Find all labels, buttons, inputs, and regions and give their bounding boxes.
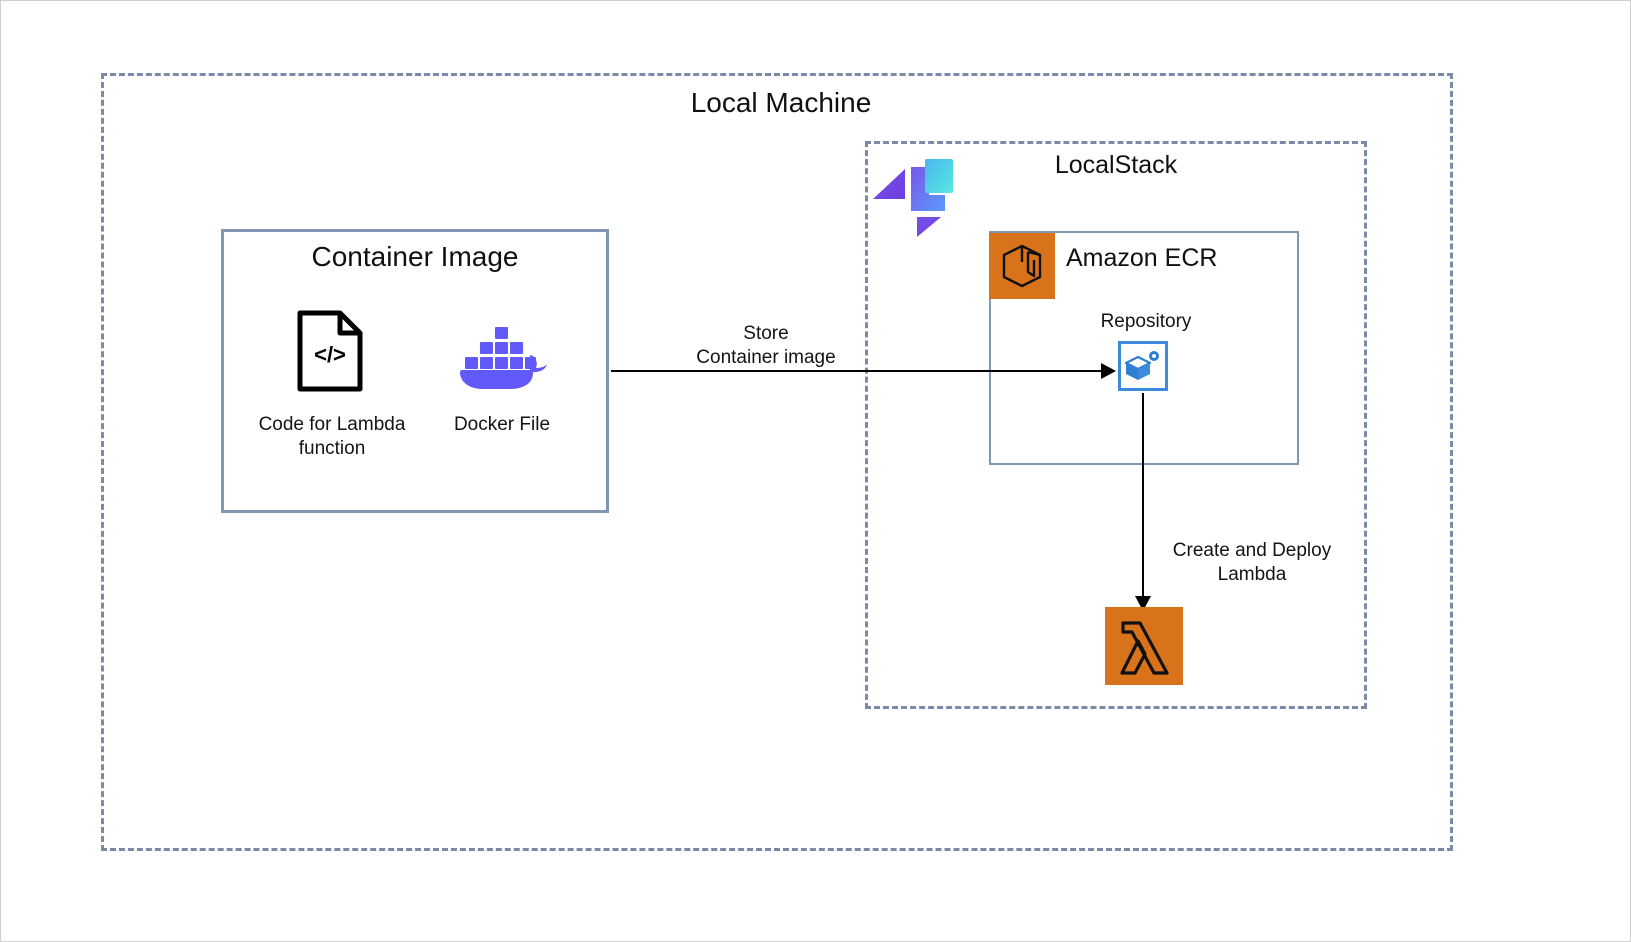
code-file-label-line1: Code for Lambda xyxy=(258,414,406,435)
group-container-image xyxy=(221,229,609,513)
amazon-ecr-icon xyxy=(989,233,1055,299)
store-container-image-label-line2: Container image xyxy=(696,347,836,368)
amazon-ecr-label: Amazon ECR xyxy=(1066,244,1218,272)
create-deploy-lambda-arrow-line xyxy=(1142,393,1144,601)
docker-file-label: Docker File xyxy=(453,414,551,435)
group-localstack xyxy=(865,141,1367,709)
localstack-logo xyxy=(867,151,953,237)
repository-label: Repository xyxy=(1100,311,1192,332)
create-deploy-lambda-label-line2: Lambda xyxy=(1217,564,1287,585)
create-deploy-lambda-label-line1: Create and Deploy xyxy=(1172,540,1332,561)
store-container-image-arrow-head xyxy=(1101,363,1116,379)
group-container-image-title: Container Image xyxy=(311,241,519,272)
code-file-label-line2: function xyxy=(298,438,366,459)
store-container-image-label-line1: Store xyxy=(743,323,789,344)
svg-text:</>: </> xyxy=(314,342,346,367)
store-container-image-arrow-line xyxy=(611,370,1103,372)
aws-lambda-icon xyxy=(1105,607,1183,685)
group-localstack-title: LocalStack xyxy=(1054,151,1178,179)
ecr-repository-icon xyxy=(1118,341,1168,391)
group-local-machine-title: Local Machine xyxy=(690,87,872,118)
docker-whale-icon xyxy=(456,323,548,389)
code-file-icon: </> xyxy=(296,309,364,393)
group-local-machine xyxy=(101,73,1453,851)
